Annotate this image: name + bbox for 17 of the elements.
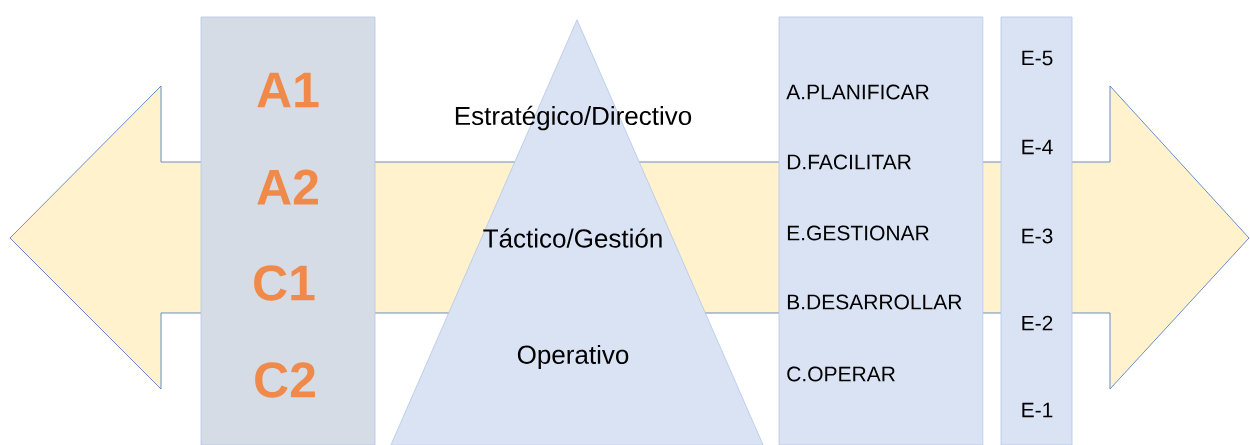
code-label: A1 [257,72,319,108]
stage-label: E-1 [1022,402,1053,418]
process-label: C.OPERAR [787,366,895,382]
code-label: C2 [255,362,315,398]
code-label: A2 [257,169,318,205]
level-label: Operativo [517,344,629,370]
level-label: Táctico/Gestión [483,228,662,248]
level-label: Estratégico/Directivo [455,105,692,131]
stage-label: E-5 [1022,50,1053,66]
stage-label: E-4 [1022,139,1053,155]
process-label: A.PLANIFICAR [786,84,929,100]
process-label: B.DESARROLLAR [787,294,962,310]
code-label: C1 [254,265,315,301]
stage-label: E-2 [1022,315,1053,331]
process-label: E.GESTIONAR [787,225,929,241]
stage-label: E-3 [1022,228,1053,244]
process-label: D.FACILITAR [787,154,911,170]
